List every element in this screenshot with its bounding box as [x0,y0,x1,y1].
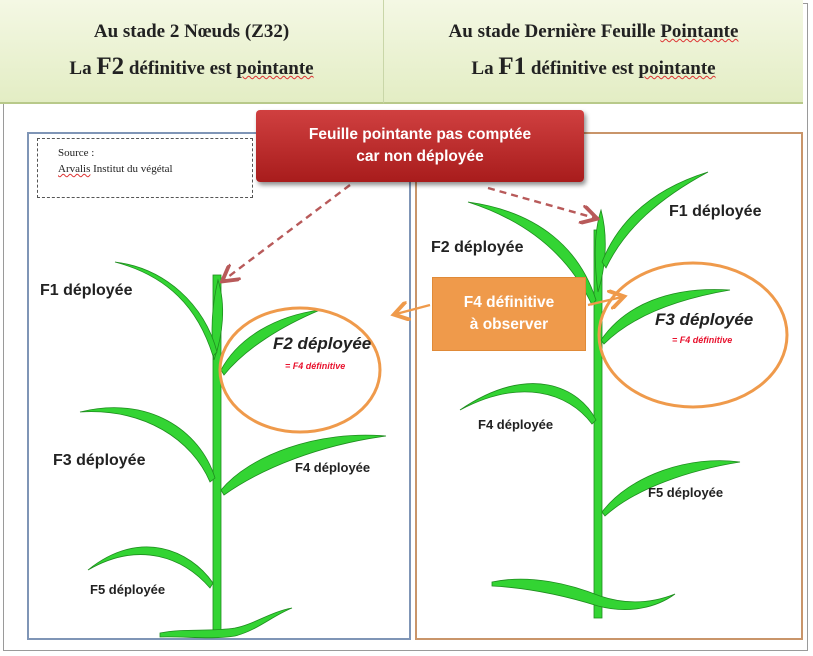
left-label-f4: F4 déployée [295,460,371,475]
right-leaf-f5 [601,460,741,517]
source-org: Arvalis [58,163,91,175]
red-arrow-right [487,186,595,218]
header-left-prefix: La [69,58,97,79]
right-leaf-f3 [600,289,731,345]
left-leaf-f4 [220,434,387,496]
left-pointing-leaf [211,278,224,361]
header-left-mid: définitive est [124,58,237,79]
left-label-f5: F5 déployée [90,582,166,597]
header-left-keyword: pointante [236,58,314,79]
red-arrow-left [224,184,351,280]
source-org-rest: Institut du végétal [90,163,173,175]
red-callout-line1: Feuille pointante pas comptée [308,126,532,143]
left-label-f2-note: = F4 définitive [285,361,346,371]
orange-callout: F4 définitive à observer [432,277,586,351]
header-right-subtitle: La F1 définitive est pointante [471,53,715,81]
header-right-sub-keyword: pointante [638,58,716,79]
right-label-f5: F5 déployée [648,485,724,500]
left-label-f2: F2 déployée [273,334,372,353]
orange-arrow-right [587,297,622,305]
header-right-prefix: Au stade Dernière Feuille [448,21,661,42]
right-label-f4: F4 déployée [478,417,554,432]
source-credit: Arvalis Institut du végétal [58,161,252,177]
right-plant [459,171,741,619]
orange-arrow-left [396,305,431,314]
orange-callout-line2: à observer [469,316,549,333]
header-left-leaf-code: F2 [96,53,125,80]
right-leaf-f1 [601,171,709,269]
header-left: Au stade 2 Nœuds (Z32) La F2 définitive … [0,0,384,104]
left-roots [159,607,293,639]
header-right-leaf-code: F1 [498,53,527,80]
source-label: Source : [58,147,95,159]
right-label-f1: F1 déployée [669,203,762,220]
right-label-f2: F2 déployée [431,239,524,256]
header-right-title: Au stade Dernière Feuille Pointante [449,21,739,43]
right-leaf-f4 [459,383,597,425]
right-leaf-f2 [467,201,597,306]
right-roots [491,578,676,610]
header-left-title: Au stade 2 Nœuds (Z32) [93,21,290,42]
left-leaf-f1 [114,261,218,357]
header-right-sub-prefix: La [471,58,499,79]
left-leaf-f3 [79,407,216,483]
left-highlight-ellipse [218,306,382,434]
panel-derniere-feuille [415,132,803,640]
right-pointing-leaf [594,208,606,293]
source-box: Source : Arvalis Institut du végétal [37,138,253,198]
left-leaf-f5 [87,546,214,589]
red-callout-line2: car non déployée [356,148,484,165]
left-label-f3: F3 déployée [53,452,146,469]
right-highlight-ellipse [597,261,789,409]
header-right-mid: définitive est [526,58,639,79]
red-callout: Feuille pointante pas comptée car non dé… [256,110,584,182]
right-label-f3: F3 déployée [655,310,754,329]
header-right: Au stade Dernière Feuille Pointante La F… [384,0,803,104]
orange-callout-line1: F4 définitive [463,294,555,311]
right-label-f3-note: = F4 définitive [672,335,733,345]
header-right-keyword: Pointante [660,21,739,42]
header-left-subtitle: La F2 définitive est pointante [69,53,313,81]
left-label-f1: F1 déployée [40,282,133,299]
